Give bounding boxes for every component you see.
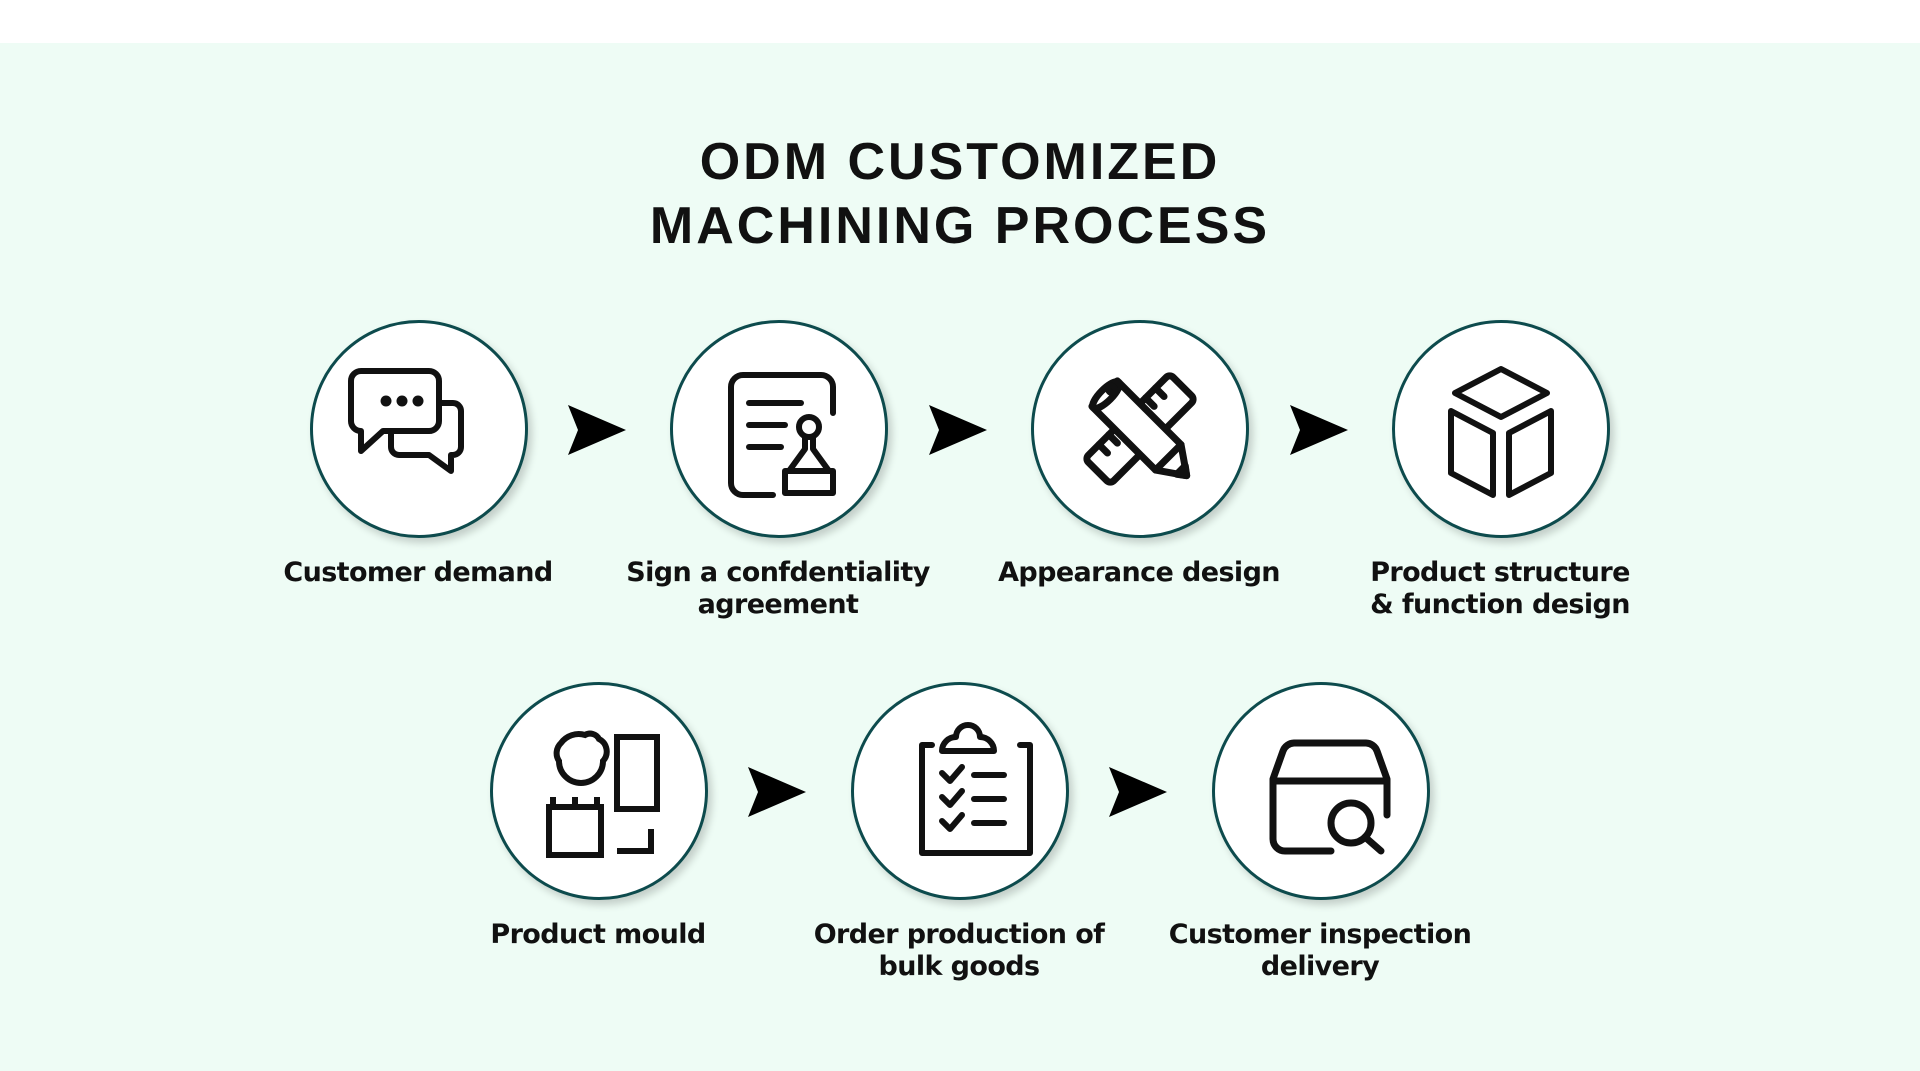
title-line-1: ODM CUSTOMIZED (699, 133, 1221, 191)
arrow-right-icon (1290, 405, 1350, 455)
step-circle (1031, 320, 1249, 538)
box-search-icon (1269, 739, 1391, 855)
step-confidentiality-agreement: Sign a confdentiality agreement (598, 320, 958, 620)
arrow-right-icon (929, 405, 989, 455)
step-customer-demand: Customer demand (238, 320, 598, 620)
step-inspection-delivery: Customer inspection delivery (1140, 682, 1500, 982)
step-label: Order production of bulk goods (813, 919, 1105, 982)
step-circle (1212, 682, 1430, 900)
step-label: Sign a confdentiality agreement (626, 557, 930, 620)
step-bulk-production: Order production of bulk goods (779, 682, 1139, 982)
step-circle (1392, 320, 1610, 538)
mould-parts-icon (546, 730, 660, 858)
arrow-right-icon (748, 767, 808, 817)
step-label: Customer demand (283, 557, 553, 588)
title-line-2: MACHINING PROCESS (649, 197, 1271, 255)
step-circle (670, 320, 888, 538)
step-label: Product mould (490, 919, 706, 950)
arrow-right-icon (568, 405, 628, 455)
step-label: Product structure & function design (1370, 557, 1630, 620)
chat-bubbles-icon (348, 368, 464, 474)
pencil-ruler-icon (1083, 372, 1197, 486)
cube-icon (1448, 366, 1554, 498)
step-circle (310, 320, 528, 538)
step-circle (851, 682, 1069, 900)
clipboard-checklist-icon (919, 722, 1033, 856)
document-stamp-icon (728, 372, 836, 498)
step-circle (490, 682, 708, 900)
step-label: Customer inspection delivery (1168, 919, 1472, 982)
step-product-mould: Product mould (418, 682, 778, 982)
arrow-right-icon (1109, 767, 1169, 817)
step-label: Appearance design (998, 557, 1280, 588)
step-appearance-design: Appearance design (959, 320, 1319, 620)
step-structure-function-design: Product structure & function design (1320, 320, 1680, 620)
